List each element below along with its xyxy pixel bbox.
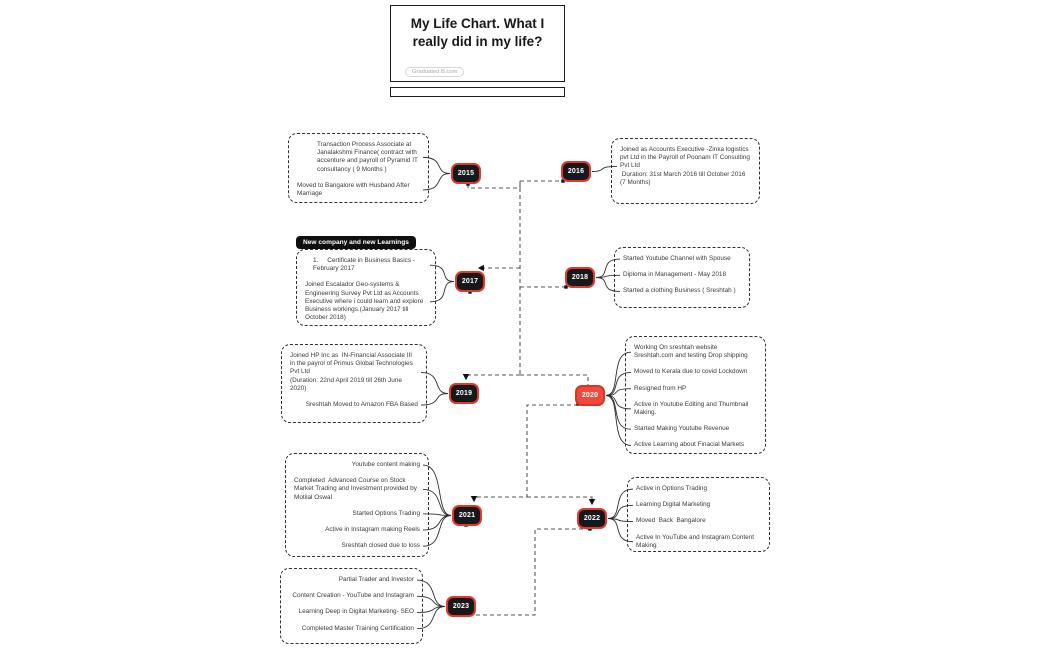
title-card-sub-strip[interactable]	[390, 87, 565, 97]
year-links	[462, 180, 596, 616]
timeline-item-2023-4: Completed Master Training Certification	[301, 624, 414, 632]
year-node-2016[interactable]: 2016	[561, 161, 591, 182]
timeline-item-2016-1: Joined as Accounts Executive -Zinka logi…	[620, 146, 750, 186]
timeline-item-2022-4: Active In YouTube and Instagram Content …	[636, 533, 756, 549]
timeline-item-2022-3: Moved Back Bangalore	[636, 517, 706, 525]
timeline-item-2017-2: Joined Escalador Geo-systems & Engineeri…	[305, 281, 426, 322]
timeline-item-2019-1: Joined HP Inc as IN-Financial Associate …	[290, 352, 413, 392]
year-node-2023[interactable]: 2023	[446, 596, 476, 617]
timeline-item-2020-3: Resigned from HP	[634, 384, 687, 392]
timeline-box-2017[interactable]: 1. Certificate in Business Basics - Febr…	[296, 249, 436, 326]
timeline-item-2021-1: Youtube content making	[351, 461, 420, 468]
timeline-item-2023-1: Partial Trader and Investor	[338, 576, 414, 583]
year-node-2018[interactable]: 2018	[565, 267, 595, 288]
timeline-item-2019-2: Sreshtah Moved to Amazon FBA Based	[305, 400, 418, 408]
timeline-item-2021-2: Completed Advanced Course on Stock Marke…	[294, 477, 419, 501]
timeline-item-2021-5: Sreshtah closed due to loss	[341, 542, 420, 550]
timeline-item-2017-1: 1. Certificate in Business Basics - Febr…	[313, 257, 415, 273]
timeline-item-2023-3: Learning Deep in Digital Marketing- SEO	[298, 608, 414, 616]
timeline-item-2020-1: Working On sreshtah website Sreshtah.com…	[634, 344, 748, 360]
year-node-2022[interactable]: 2022	[577, 508, 607, 529]
timeline-box-2020[interactable]: Working On sreshtah website Sreshtah.com…	[625, 336, 766, 454]
title-card[interactable]: My Life Chart. What I really did in my l…	[390, 5, 565, 82]
timeline-item-2022-1: Active in Options Trading	[636, 485, 708, 492]
graduated-badge: Graduated B.com	[405, 67, 465, 77]
timeline-box-2015[interactable]: Transaction Process Associate at Janalak…	[288, 133, 429, 203]
year-node-2015[interactable]: 2015	[451, 163, 481, 184]
timeline-item-2015-2: Moved to Bangalore with Husband After Ma…	[297, 181, 412, 197]
timeline-item-2015-1: Transaction Process Associate at Janalak…	[317, 141, 420, 173]
timeline-item-2018-3: Started a clothing Business ( Sreshtah )	[623, 287, 736, 295]
page-title: My Life Chart. What I really did in my l…	[410, 16, 545, 49]
year-node-2019[interactable]: 2019	[449, 383, 479, 404]
timeline-item-2018-1: Started Youtube Channel with Spouse	[623, 255, 731, 262]
year-node-2017[interactable]: 2017	[455, 271, 485, 292]
year-node-2021[interactable]: 2021	[452, 505, 482, 526]
timeline-item-2023-2: Content Creation - YouTube and Instagram	[292, 592, 414, 600]
timeline-item-2021-4: Active in Instagram making Reels	[325, 525, 420, 533]
timeline-item-2022-2: Learning Digital Marketing	[636, 501, 711, 509]
timeline-box-2016[interactable]: Joined as Accounts Executive -Zinka logi…	[611, 138, 760, 204]
timeline-item-2020-4: Active in Youtube Editing and Thumbnail …	[634, 400, 751, 416]
timeline-item-2020-2: Moved to Kerala due to covid Lockdown	[634, 368, 748, 376]
timeline-item-2018-2: Diploma in Management - May 2018	[623, 271, 727, 279]
timeline-item-2021-3: Started Options Trading	[352, 509, 421, 517]
year-node-2020[interactable]: 2020	[575, 385, 605, 406]
timeline-box-2019[interactable]: Joined HP Inc as IN-Financial Associate …	[281, 344, 427, 423]
box-label-2017[interactable]: New company and new Learnings	[296, 236, 416, 249]
timeline-item-2020-5: Started Making Youtube Revenue	[634, 425, 730, 433]
timeline-item-2020-6: Active Learning about Finacial Markets	[634, 441, 745, 449]
